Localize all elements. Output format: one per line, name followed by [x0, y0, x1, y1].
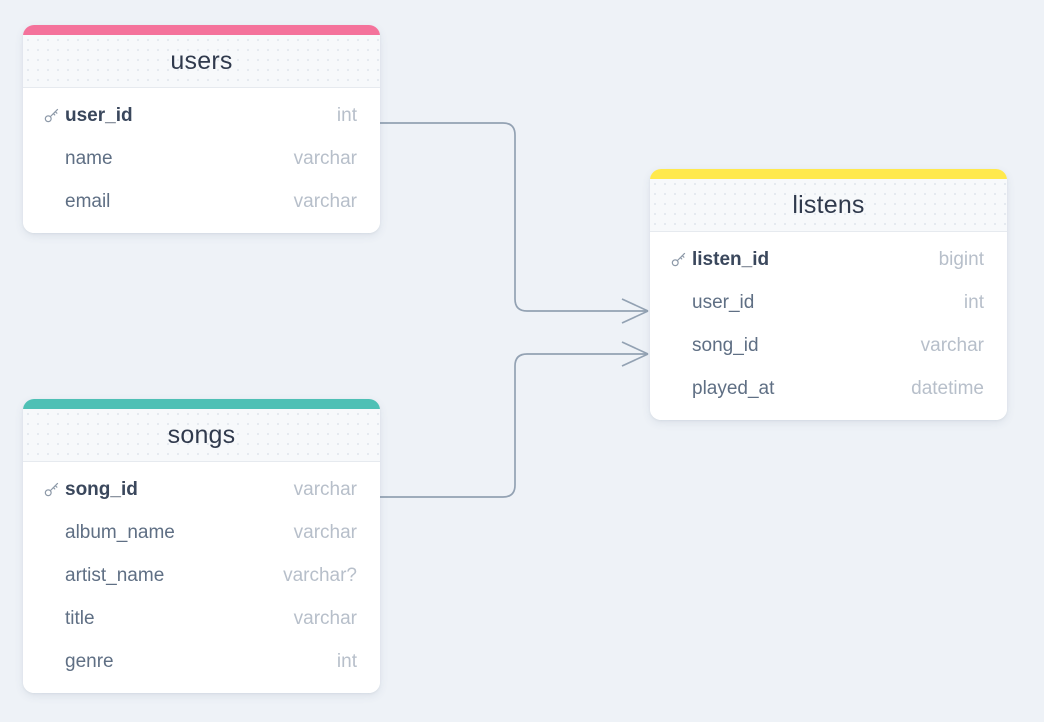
- field-type: int: [963, 291, 984, 313]
- field-name: user_id: [65, 104, 133, 126]
- field-row-songs-song_id[interactable]: song_id varchar: [23, 468, 380, 511]
- crowsfoot-icon-listens-song_id: [621, 341, 649, 367]
- field-name: title: [65, 607, 95, 629]
- field-type: varchar: [293, 478, 357, 500]
- field-name: artist_name: [65, 564, 165, 586]
- field-name: user_id: [692, 291, 755, 313]
- field-type: varchar: [293, 607, 357, 629]
- field-type: varchar: [293, 521, 357, 543]
- table-title: listens: [792, 190, 865, 219]
- field-type: int: [336, 650, 357, 672]
- field-type: int: [336, 104, 357, 126]
- field-name: played_at: [692, 377, 775, 399]
- crowsfoot-icon-listens-user_id: [621, 298, 649, 324]
- key-icon: [43, 107, 65, 124]
- table-title: songs: [167, 420, 236, 449]
- key-icon: [43, 481, 65, 498]
- field-row-songs-genre[interactable]: genre int: [23, 640, 380, 683]
- relationship-line-users-to-listens: [380, 122, 648, 312]
- field-name: name: [65, 147, 113, 169]
- field-type: varchar: [293, 190, 357, 212]
- field-type: datetime: [911, 377, 984, 399]
- field-row-songs-artist_name[interactable]: artist_name varchar?: [23, 554, 380, 597]
- field-row-songs-title[interactable]: title varchar: [23, 597, 380, 640]
- field-name: listen_id: [692, 248, 770, 270]
- table-node-users[interactable]: users user_id int name varchar email varchar: [23, 25, 380, 233]
- field-row-listens-user_id[interactable]: user_id int: [650, 281, 1007, 324]
- field-name: album_name: [65, 521, 175, 543]
- field-name: genre: [65, 650, 114, 672]
- field-row-listens-listen_id[interactable]: listen_id bigint: [650, 238, 1007, 281]
- key-icon: [670, 251, 692, 268]
- table-header-listens: listens: [650, 179, 1007, 232]
- field-row-listens-song_id[interactable]: song_id varchar: [650, 324, 1007, 367]
- field-name: song_id: [65, 478, 138, 500]
- table-fields-listens: listen_id bigint user_id int song_id varchar p…: [650, 232, 1007, 420]
- table-header-users: users: [23, 35, 380, 88]
- table-header-songs: songs: [23, 409, 380, 462]
- field-row-listens-played_at[interactable]: played_at datetime: [650, 367, 1007, 410]
- table-accent-bar-listens: [650, 169, 1007, 179]
- field-row-users-email[interactable]: email varchar: [23, 180, 380, 223]
- table-fields-users: user_id int name varchar email varchar: [23, 88, 380, 233]
- field-type: bigint: [938, 248, 984, 270]
- table-title: users: [170, 46, 233, 75]
- field-name: song_id: [692, 334, 759, 356]
- table-accent-bar-users: [23, 25, 380, 35]
- table-accent-bar-songs: [23, 399, 380, 409]
- field-type: varchar?: [283, 564, 357, 586]
- relationship-line-songs-to-listens: [380, 353, 648, 498]
- field-type: varchar: [920, 334, 984, 356]
- field-name: email: [65, 190, 111, 212]
- field-row-users-name[interactable]: name varchar: [23, 137, 380, 180]
- field-row-users-user_id[interactable]: user_id int: [23, 94, 380, 137]
- field-row-songs-album_name[interactable]: album_name varchar: [23, 511, 380, 554]
- table-node-listens[interactable]: listens listen_id bigint user_id int song_id v…: [650, 169, 1007, 420]
- field-type: varchar: [293, 147, 357, 169]
